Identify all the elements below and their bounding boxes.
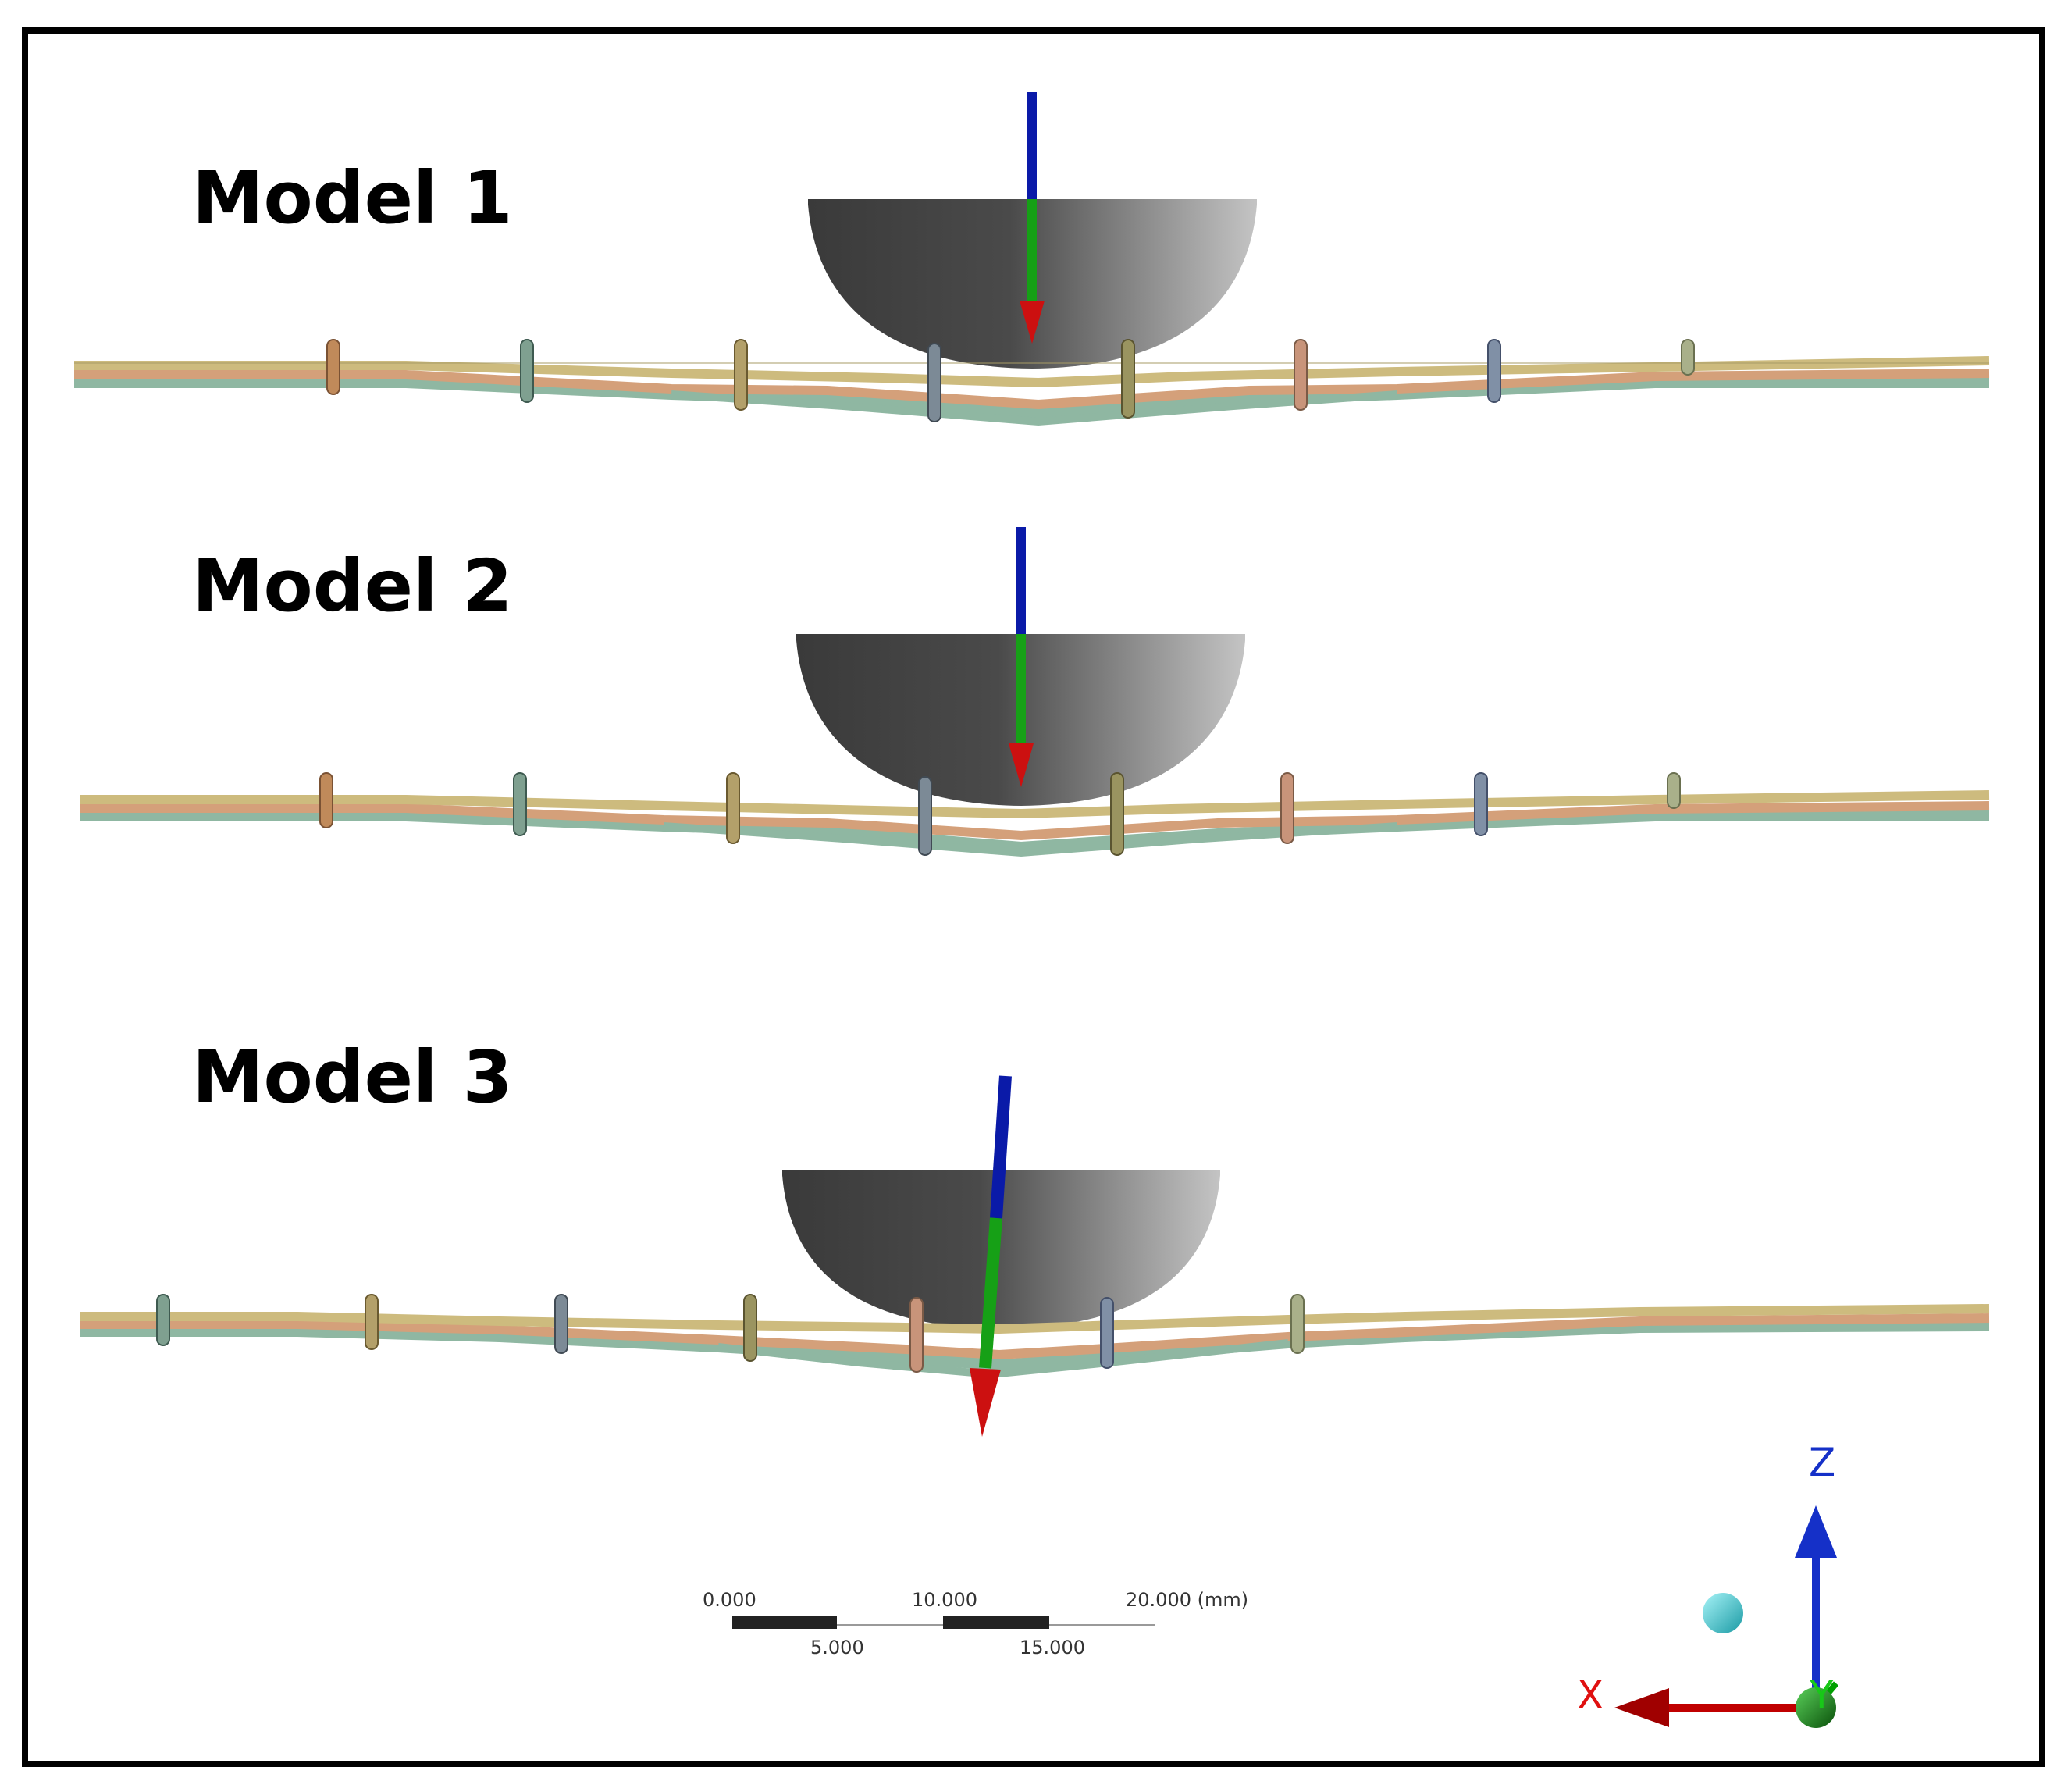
pin	[1110, 772, 1124, 856]
pin	[365, 1294, 379, 1350]
x-axis-shaft	[1663, 1704, 1816, 1712]
axis-triad: Z X Y	[1577, 1440, 1839, 1728]
pin	[1487, 339, 1501, 403]
pin	[554, 1294, 568, 1354]
pin	[1280, 772, 1294, 844]
pin	[1681, 339, 1695, 376]
pin	[156, 1294, 170, 1346]
x-axis-label: X	[1577, 1673, 1604, 1718]
model-1-label: Model 1	[192, 156, 513, 240]
pin	[1474, 772, 1488, 836]
pin	[909, 1297, 924, 1373]
pin	[1667, 772, 1681, 809]
z-axis-label: Z	[1809, 1440, 1835, 1485]
model-1-assembly	[74, 92, 1990, 426]
pin	[1290, 1294, 1305, 1354]
scale-label-5: 5.000	[810, 1637, 864, 1658]
pin	[1100, 1297, 1114, 1369]
model-2-assembly	[80, 527, 1990, 857]
model-1-load-arrow	[1020, 92, 1045, 344]
pin	[513, 772, 527, 836]
z-axis-head	[1795, 1505, 1837, 1558]
pin	[918, 776, 932, 856]
model-3-load-arrow	[970, 1075, 1012, 1437]
pin	[1121, 339, 1135, 419]
x-axis-head	[1614, 1688, 1669, 1727]
model-3-indenter	[782, 1170, 1220, 1329]
pin	[520, 339, 534, 403]
scale-label-15: 15.000	[1020, 1637, 1085, 1658]
scale-label-20: 20.000 (mm)	[1126, 1589, 1248, 1611]
pin	[734, 339, 748, 411]
pin	[326, 339, 340, 395]
z-axis-shaft	[1812, 1554, 1820, 1708]
pin	[319, 772, 333, 828]
scale-label-0: 0.000	[703, 1589, 756, 1611]
scale-bar: 0.000 10.000 20.000 (mm) 5.000 15.000	[703, 1589, 1248, 1658]
model-3-label: Model 3	[192, 1035, 513, 1119]
model-2-laminate	[80, 790, 1990, 857]
y-axis-origin	[1796, 1687, 1836, 1728]
pin	[726, 772, 740, 844]
model-2-pins	[319, 772, 1681, 856]
model-3-assembly	[80, 1075, 1990, 1437]
model-1-pins	[326, 339, 1695, 422]
pin	[743, 1294, 757, 1362]
model-3-laminate	[80, 1304, 1990, 1379]
scale-label-10: 10.000	[912, 1589, 977, 1611]
model-2-label: Model 2	[192, 544, 513, 628]
model-1-laminate	[74, 356, 1990, 426]
model-3-pins	[156, 1294, 1305, 1373]
pin	[1294, 339, 1308, 411]
isometric-view-ball[interactable]	[1703, 1593, 1743, 1633]
y-axis-label: Y	[1809, 1673, 1834, 1718]
pin	[927, 343, 941, 422]
model-2-load-arrow	[1009, 527, 1034, 787]
